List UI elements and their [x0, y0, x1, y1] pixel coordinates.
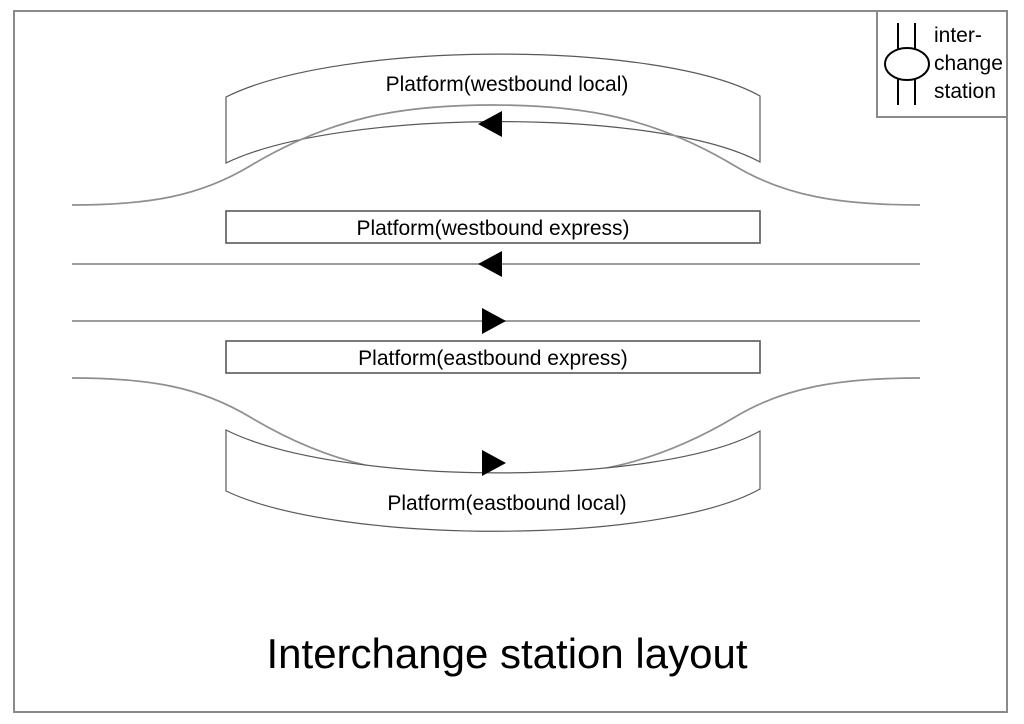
platform-shape-eastbound-express	[225, 340, 761, 374]
arrow-head-westbound-local	[478, 111, 502, 137]
platform-label-westbound-local: Platform(westbound local)	[386, 73, 629, 96]
platform-shape-eastbound-local	[225, 429, 761, 532]
platform-label-eastbound-local: Platform(eastbound local)	[387, 492, 626, 515]
legend: inter- change station	[876, 10, 1008, 118]
legend-station-ellipse	[884, 47, 930, 81]
platform-shape-westbound-express	[225, 210, 761, 244]
arrow-head-westbound-express	[478, 251, 502, 277]
legend-label-line-3: station	[934, 80, 996, 103]
interchange-station-icon	[884, 23, 930, 105]
diagram-frame	[13, 10, 1008, 713]
platform-shape-westbound-local	[225, 53, 761, 164]
platform-label-eastbound-express: Platform(eastbound express)	[358, 347, 628, 370]
arrow-head-eastbound-express	[482, 308, 506, 334]
platform-label-westbound-express: Platform(westbound express)	[356, 217, 629, 240]
arrow-head-eastbound-local	[482, 450, 506, 476]
legend-label-line-1: inter-	[934, 24, 982, 47]
legend-label-line-2: change	[934, 52, 1003, 75]
track-line-westbound-local	[71, 104, 921, 206]
diagram-title: Interchange station layout	[267, 630, 748, 677]
